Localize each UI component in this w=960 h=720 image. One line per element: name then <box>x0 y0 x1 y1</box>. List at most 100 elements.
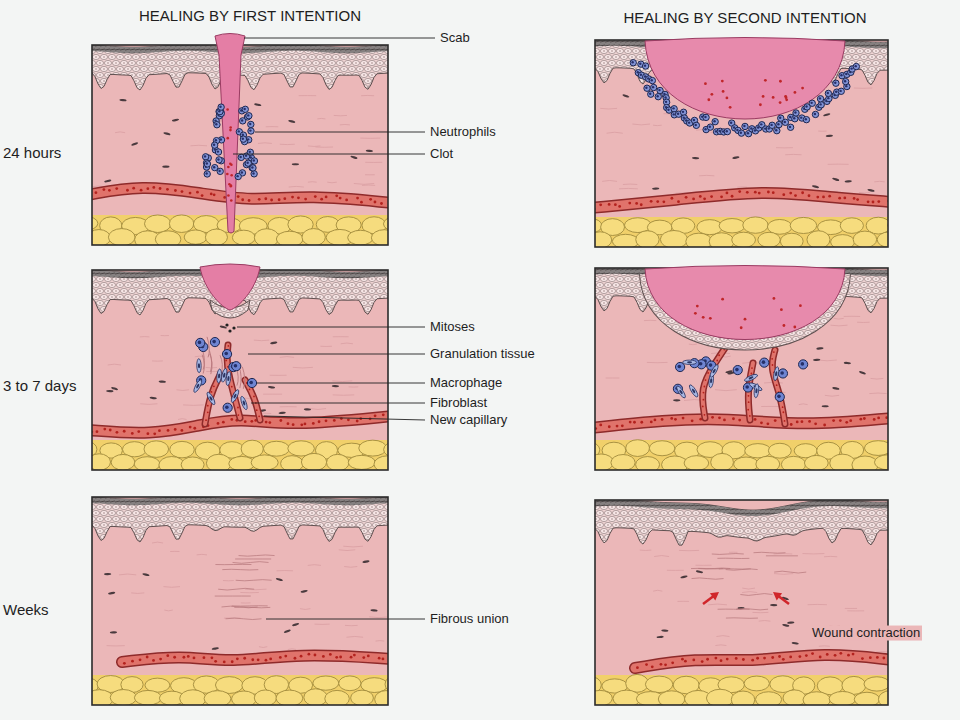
red-cell <box>257 658 260 661</box>
neutrophil-nucleus <box>814 113 816 115</box>
dermal-nucleus <box>787 621 794 624</box>
red-cell <box>207 405 209 407</box>
neutrophil <box>853 63 859 69</box>
fibroblast-nucleus <box>218 373 221 378</box>
scar-fiber <box>235 558 271 559</box>
red-cell <box>241 198 244 201</box>
dermal-fiber <box>345 625 358 626</box>
red-cell <box>249 389 251 391</box>
fat-cell <box>351 690 374 705</box>
red-cell <box>174 189 177 192</box>
red-cell <box>740 326 743 329</box>
red-cell <box>703 197 706 200</box>
fibroblast-nucleus <box>242 400 246 405</box>
dermal-nucleus <box>104 179 112 183</box>
red-cell <box>711 416 714 419</box>
dermal-nucleus <box>304 408 311 411</box>
neutrophil-nucleus <box>844 80 846 82</box>
red-cell <box>193 427 196 430</box>
fat-cell <box>783 690 806 705</box>
neutrophil <box>204 171 210 177</box>
red-cell <box>225 359 227 361</box>
red-cell <box>231 660 234 663</box>
red-cell <box>152 659 155 662</box>
neutrophil-nucleus <box>789 126 791 128</box>
fat-cell <box>110 690 136 705</box>
red-cell <box>103 428 106 431</box>
red-cell <box>714 657 717 660</box>
fibroblast-nucleus <box>710 378 713 383</box>
neutrophil-nucleus <box>695 124 697 126</box>
scar-fiber <box>726 617 758 619</box>
dermal-fiber <box>776 147 793 148</box>
red-cell <box>230 418 233 421</box>
panel-body <box>92 497 388 705</box>
fat-cell <box>645 676 672 693</box>
dermal-fiber <box>857 322 870 323</box>
red-cell <box>96 430 99 433</box>
fat-layer <box>595 440 888 470</box>
dermal-fiber <box>647 362 668 363</box>
red-cell <box>685 196 688 199</box>
red-cell <box>618 205 621 208</box>
leader-line <box>251 403 425 404</box>
red-cell <box>189 426 192 429</box>
callout-label: Fibrous union <box>430 612 509 627</box>
red-cell <box>237 407 239 409</box>
neutrophil <box>742 123 748 129</box>
red-cell <box>183 656 186 659</box>
red-cell <box>640 203 643 206</box>
neutrophil <box>202 154 208 160</box>
neutrophil <box>818 102 824 108</box>
red-cell <box>710 93 713 96</box>
dermal-fiber <box>288 648 297 650</box>
scar-fiber <box>754 552 786 554</box>
dermal-fiber <box>341 343 353 345</box>
fibroblast-nucleus <box>775 371 778 376</box>
red-cell <box>297 196 300 199</box>
red-cell <box>223 660 226 663</box>
red-cell <box>718 354 720 356</box>
fat-cell <box>263 441 289 456</box>
neutrophil <box>671 106 677 112</box>
red-cell <box>628 202 631 205</box>
red-cell <box>146 656 149 659</box>
dermal-fiber <box>333 336 349 337</box>
neutrophil-nucleus <box>736 129 738 131</box>
neutrophil-nucleus <box>658 89 660 91</box>
red-cell <box>268 421 271 424</box>
red-cell <box>269 658 272 661</box>
neutrophil <box>738 130 744 136</box>
red-cell <box>640 421 643 424</box>
neutrophil-nucleus <box>239 156 241 158</box>
neutrophil-nucleus <box>819 103 821 105</box>
red-cell <box>633 421 636 424</box>
neutrophil-nucleus <box>219 105 221 107</box>
neutrophil <box>769 122 775 128</box>
mitosis <box>225 323 228 326</box>
fibroblast <box>240 396 249 411</box>
fat-cell <box>92 454 111 470</box>
leader-line <box>248 354 425 355</box>
red-cell <box>123 662 126 665</box>
macrophage-nucleus <box>735 368 739 372</box>
dermal-fiber <box>333 394 355 395</box>
red-cell <box>702 406 704 408</box>
fat-cell <box>626 674 649 692</box>
callout-label: Mitoses <box>430 320 475 335</box>
keratin-layer <box>92 497 388 505</box>
fat-cell <box>108 229 135 245</box>
red-cell <box>814 422 817 425</box>
fibroblast <box>197 359 202 373</box>
red-cell <box>682 417 685 420</box>
neutrophil-nucleus <box>834 82 836 84</box>
dermal-fiber <box>742 591 757 593</box>
fat-cell <box>302 229 325 245</box>
red-cell <box>882 657 885 660</box>
dermal-nucleus <box>332 385 339 388</box>
fat-cell <box>232 691 257 705</box>
red-cell <box>863 417 866 420</box>
dermal-nucleus <box>370 609 377 612</box>
dermal-fiber <box>667 570 684 571</box>
fat-cell <box>853 231 877 247</box>
